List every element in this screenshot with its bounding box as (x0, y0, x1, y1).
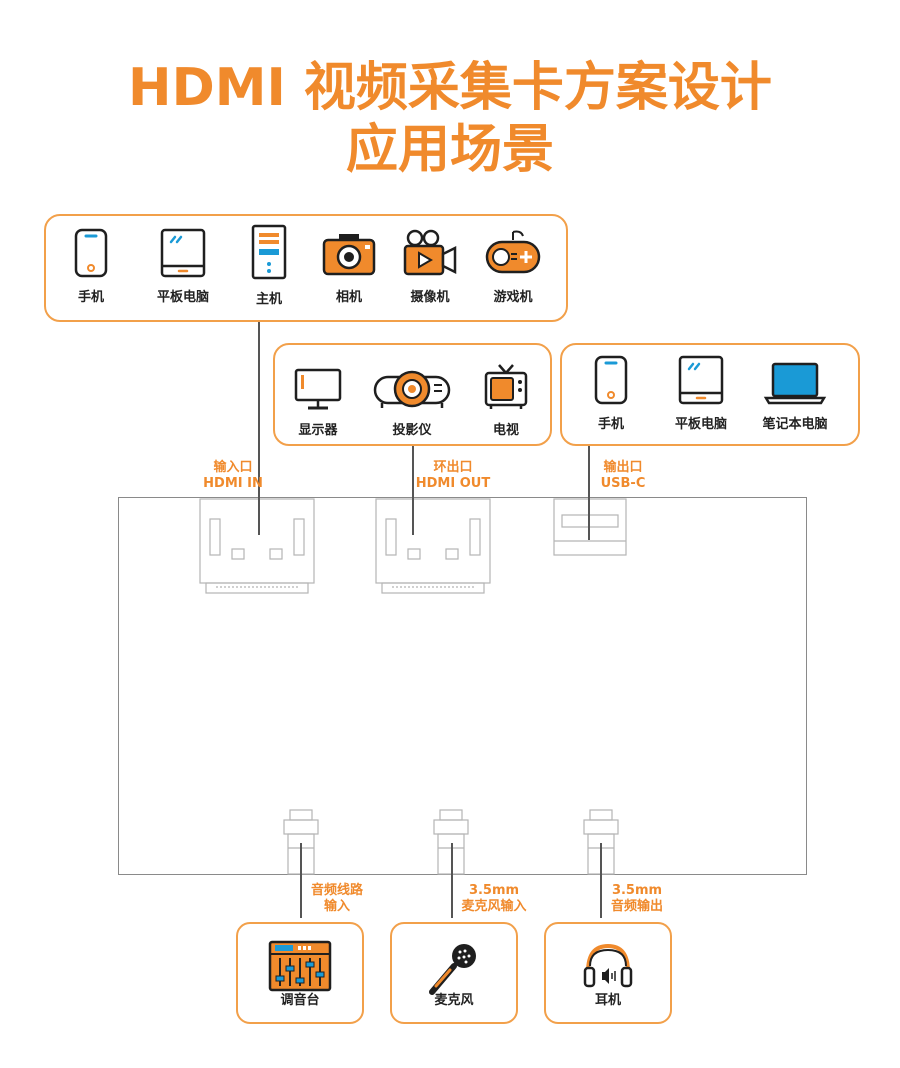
device-camera: 相机 (304, 232, 394, 305)
device-game-console: 游戏机 (468, 228, 558, 305)
tablet-icon (678, 355, 724, 405)
device-label: 调音台 (280, 993, 320, 1008)
loop-output-group: 显示器 投影仪 电视 (273, 343, 552, 446)
port-label-line-in: 音频线路 输入 (310, 883, 363, 914)
microphone-icon (429, 944, 476, 995)
device-tablet-out: 平板电脑 (656, 355, 746, 432)
device-label: 平板电脑 (156, 290, 209, 305)
device-label: 手机 (597, 417, 624, 432)
connector-line-hdmi-out (412, 445, 414, 535)
port-label-audio-out: 3.5mm 音频输出 (610, 883, 663, 914)
tablet-icon (160, 228, 206, 278)
device-label: 电视 (492, 423, 519, 438)
device-tablet: 平板电脑 (138, 228, 228, 305)
video-camera-icon (403, 229, 457, 276)
device-label: 耳机 (594, 993, 621, 1008)
device-label: 投影仪 (392, 423, 432, 438)
device-label: 主机 (255, 292, 282, 307)
device-monitor: 显示器 (273, 367, 363, 438)
usb-output-group: 手机 平板电脑 笔记本电脑 (560, 343, 860, 446)
tv-icon (484, 364, 528, 409)
connector-line-line-in-front (300, 843, 302, 918)
device-label: 平板电脑 (674, 417, 727, 432)
port-label-hdmi-in: 输入口 HDMI IN (203, 460, 263, 491)
device-label: 麦克风 (434, 993, 474, 1008)
device-tv: 电视 (461, 363, 551, 438)
device-mixer: 调音台 (236, 922, 364, 1024)
device-label: 游戏机 (493, 290, 533, 305)
gamepad-icon (485, 230, 541, 274)
connector-line-audio-out-front (600, 843, 602, 918)
page-title: HDMI 视频采集卡方案设计 (128, 58, 772, 118)
input-source-group: 手机 平板电脑 主机 相机 (44, 214, 568, 322)
headphones-icon (583, 943, 633, 988)
phone-icon (594, 355, 628, 405)
device-label: 笔记本电脑 (762, 417, 828, 432)
page-subtitle: 应用场景 (345, 120, 554, 180)
connector-line-mic-in-front (451, 843, 453, 918)
port-label-hdmi-out: 环出口 HDMI OUT (415, 460, 491, 491)
connector-line-hdmi-in (258, 320, 260, 535)
device-pc: 主机 (224, 224, 314, 307)
hdmi-out-connector (375, 498, 491, 594)
device-microphone: 麦克风 (390, 922, 518, 1024)
device-label: 摄像机 (410, 290, 450, 305)
device-headphones: 耳机 (544, 922, 672, 1024)
phone-icon (74, 228, 108, 278)
connector-line-hdmi-in-front (258, 497, 260, 535)
device-label: 显示器 (298, 423, 338, 438)
pc-tower-icon (251, 224, 287, 280)
port-label-mic-in: 3.5mm 麦克风输入 (461, 883, 527, 914)
device-phone-out: 手机 (566, 355, 656, 432)
connector-line-usb-c (588, 445, 590, 540)
device-projector: 投影仪 (367, 367, 457, 438)
device-phone: 手机 (46, 228, 136, 305)
connector-line-hdmi-out-front (412, 497, 414, 535)
usb-c-connector (553, 498, 627, 556)
hdmi-in-connector (199, 498, 315, 594)
camera-icon (322, 234, 376, 276)
device-label: 相机 (335, 290, 362, 305)
laptop-icon (763, 362, 827, 405)
projector-icon (373, 370, 451, 408)
device-laptop: 笔记本电脑 (750, 361, 840, 432)
monitor-icon (294, 368, 342, 410)
device-label: 手机 (77, 290, 104, 305)
device-camcorder: 摄像机 (385, 228, 475, 305)
mixer-icon (268, 940, 332, 992)
connector-line-usb-c-front (588, 497, 590, 540)
port-label-usb-c: 输出口 USB-C (600, 460, 646, 491)
